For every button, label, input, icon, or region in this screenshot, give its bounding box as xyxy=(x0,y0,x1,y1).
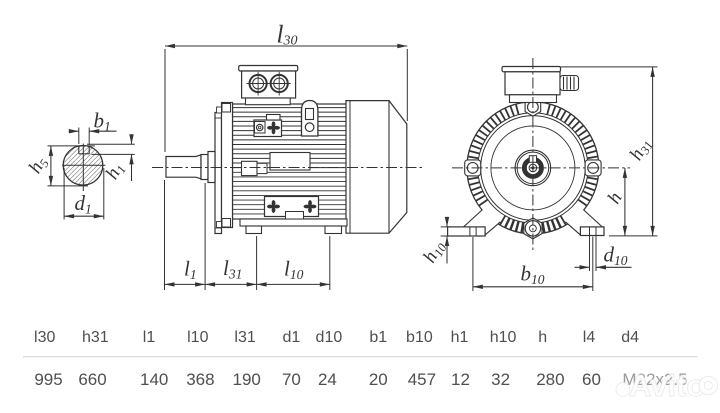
svg-text:d10: d10 xyxy=(316,329,343,346)
svg-text:b1: b1 xyxy=(369,329,387,346)
svg-text:l10: l10 xyxy=(187,329,208,346)
svg-text:24: 24 xyxy=(318,370,337,389)
svg-text:h10: h10 xyxy=(490,329,517,346)
svg-text:d4: d4 xyxy=(621,329,639,346)
svg-text:12: 12 xyxy=(451,370,470,389)
svg-text:b10: b10 xyxy=(406,329,433,346)
svg-text:995: 995 xyxy=(34,370,62,389)
svg-text:190: 190 xyxy=(233,370,261,389)
svg-text:l4: l4 xyxy=(583,329,596,346)
svg-text:l1: l1 xyxy=(143,329,156,346)
svg-text:d1: d1 xyxy=(283,329,301,346)
svg-text:660: 660 xyxy=(78,370,106,389)
svg-text:M22x2.5: M22x2.5 xyxy=(622,370,687,389)
svg-text:32: 32 xyxy=(491,370,510,389)
svg-text:20: 20 xyxy=(369,370,388,389)
svg-text:457: 457 xyxy=(408,370,436,389)
svg-text:l31: l31 xyxy=(234,329,255,346)
svg-text:h31: h31 xyxy=(82,329,109,346)
svg-text:h: h xyxy=(538,329,547,346)
svg-text:140: 140 xyxy=(140,370,168,389)
svg-text:h1: h1 xyxy=(451,329,469,346)
svg-text:l30: l30 xyxy=(34,329,55,346)
svg-text:Avito: Avito xyxy=(629,368,705,403)
svg-text:60: 60 xyxy=(582,370,601,389)
svg-text:280: 280 xyxy=(536,370,564,389)
svg-text:368: 368 xyxy=(186,370,214,389)
svg-text:70: 70 xyxy=(282,370,301,389)
